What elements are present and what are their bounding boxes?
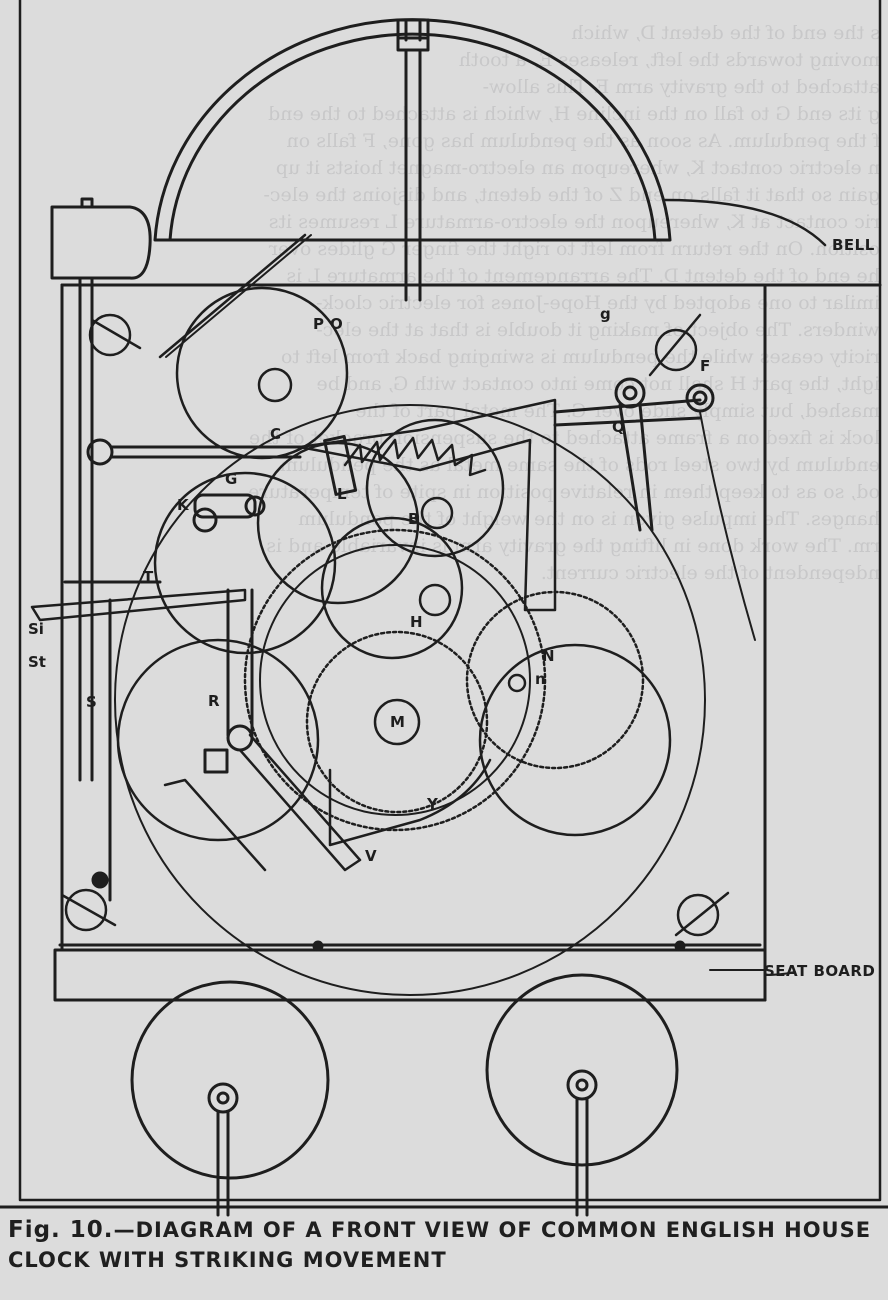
label-V: V [365, 847, 377, 865]
bell-callout: BELL [832, 236, 875, 254]
label-B: B [408, 510, 420, 528]
label-K: K [177, 496, 189, 514]
seat-board [53, 940, 796, 1002]
caption-text-1: —DIAGRAM OF A FRONT VIEW OF COMMON ENGLI… [113, 1218, 872, 1242]
rack-y [328, 758, 492, 847]
label-Q: Q [612, 418, 625, 436]
levers [86, 377, 756, 641]
weight-pulleys [130, 973, 679, 1217]
label-g: g [600, 305, 611, 323]
label-P: P [313, 315, 324, 333]
label-Y: Y [427, 795, 438, 813]
wheels [114, 286, 706, 996]
label-T: T [143, 568, 154, 586]
label-O: O [330, 315, 343, 333]
movement-plate [60, 283, 882, 1002]
label-R: R [208, 692, 220, 710]
strike-levers [30, 580, 247, 902]
label-St: St [28, 653, 46, 671]
seat-board-callout: SEAT BOARD [764, 962, 876, 980]
caption-line-1: Fig. 10.—DIAGRAM OF A FRONT VIEW OF COMM… [8, 1215, 871, 1245]
label-C: C [270, 425, 282, 443]
label-M: M [390, 713, 405, 731]
label-S: S [86, 693, 97, 711]
label-N: N [542, 647, 555, 665]
label-F: F [700, 357, 711, 375]
figure-frame [18, 0, 882, 1202]
label-n: n [535, 670, 546, 688]
label-L: L [337, 485, 347, 503]
gathering-pallet [192, 493, 266, 533]
figure-caption: Fig. 10.—DIAGRAM OF A FRONT VIEW OF COMM… [8, 1215, 871, 1275]
escape-wheel [343, 436, 487, 477]
label-G: G [225, 470, 238, 488]
hammer [50, 197, 152, 782]
pillar-pins [60, 313, 730, 937]
caption-line-2: CLOCK WITH STRIKING MOVEMENT [8, 1248, 447, 1272]
rack-arm [163, 588, 362, 872]
label-H: H [410, 613, 423, 631]
bell-callout-line [663, 198, 827, 247]
figure-number: Fig. 10. [8, 1217, 114, 1243]
label-Si: Si [28, 620, 44, 638]
bell [153, 18, 827, 302]
